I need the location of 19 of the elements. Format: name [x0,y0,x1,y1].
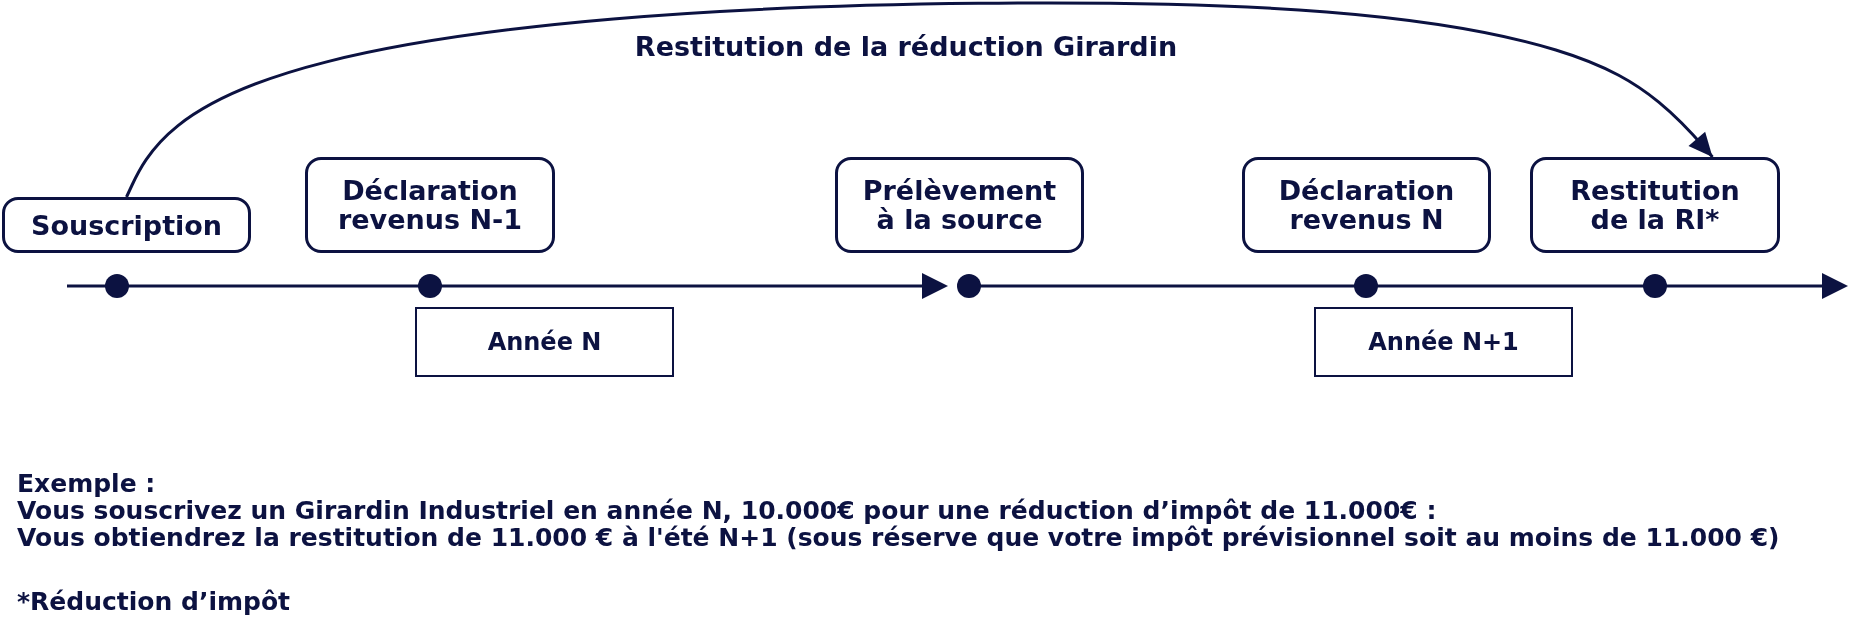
example-text: Vous souscrivez un Girardin Industriel en année N, 10.000€ pour une réduction d’impôt de 11.000€ : [17,497,1437,524]
curved-arrow [125,1,1714,198]
box-label: Année N [487,327,602,357]
footnote: *Réduction d’impôt [17,588,291,615]
example-heading: Exemple : [17,470,156,497]
box-label: Restitution de la RI* [1569,176,1741,234]
box-label: Année N+1 [1368,327,1519,357]
event-box [1530,157,1780,253]
box-label: Déclaration revenus N-1 [336,176,523,234]
box-label: Déclaration revenus N [1277,176,1456,234]
event-box [1242,157,1491,253]
event-box [2,197,251,253]
event-box [835,157,1084,253]
year-box [1314,307,1573,377]
box-label: Souscription [30,210,223,240]
box-label: Prélèvement à la source [861,176,1058,234]
example-text: Vous obtiendrez la restitution de 11.000 € à l'été N+1 (sous réserve que votre impôt prévisionnel soit au moins de 11.000 €) [17,524,1780,551]
year-box [415,307,674,377]
event-box [305,157,555,253]
